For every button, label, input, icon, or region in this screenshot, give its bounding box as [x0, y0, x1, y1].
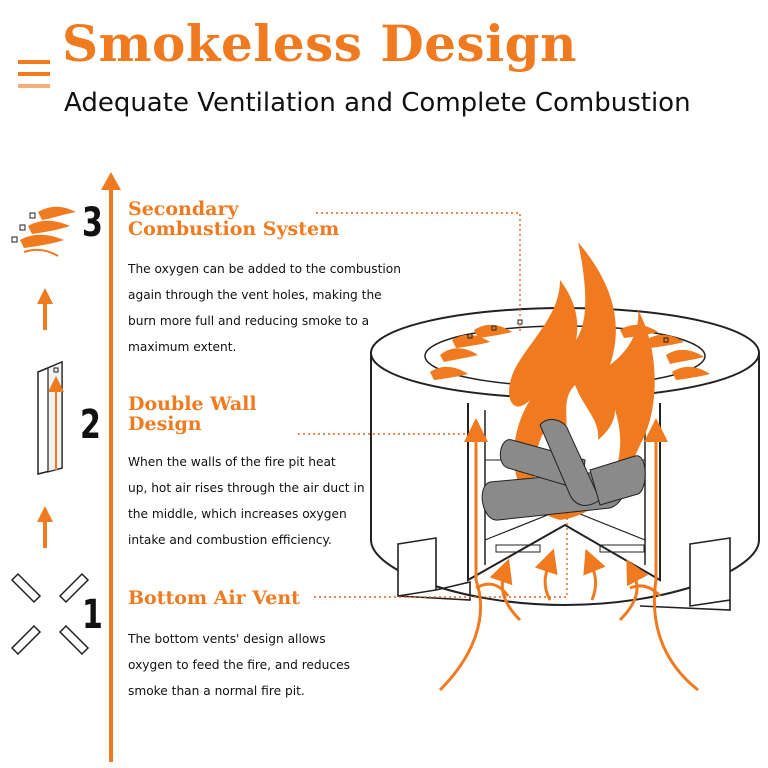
- step-number-3: 3: [82, 200, 103, 246]
- feature-desc-double-wall-line: intake and combustion efficiency.: [128, 533, 332, 547]
- feature-heading-double-wall-line1: Double Wall: [128, 393, 257, 415]
- feature-desc-bottom-vent-line: The bottom vents' design allows: [128, 632, 326, 646]
- feature-heading-double-wall-line2: Design: [128, 413, 202, 435]
- step-number-1: 1: [82, 592, 103, 638]
- feature-desc-bottom-vent-line: oxygen to feed the fire, and reduces: [128, 658, 350, 672]
- feature-desc-secondary-line: burn more full and reducing smoke to a: [128, 314, 370, 328]
- flame-vents-icon: [11, 206, 76, 257]
- feature-heading-bottom-vent: Bottom Air Vent: [128, 587, 300, 609]
- feature-desc-secondary-line: maximum extent.: [128, 340, 237, 354]
- feature-desc-bottom-vent-line: smoke than a normal fire pit.: [128, 684, 305, 698]
- page-subtitle: Adequate Ventilation and Complete Combus…: [64, 88, 691, 118]
- vertical-flow-arrow: [101, 172, 121, 762]
- fire-pit-illustration: [370, 242, 760, 692]
- up-arrow-icon: [37, 288, 53, 330]
- page-title: Smokeless Design: [62, 14, 577, 73]
- feature-desc-double-wall-line: the middle, which increases oxygen: [128, 507, 347, 521]
- feature-heading-secondary-line2: Combustion System: [128, 218, 340, 240]
- up-arrow-icon: [37, 506, 53, 548]
- double-wall-panel-icon: [37, 360, 64, 475]
- step-number-2: 2: [80, 402, 101, 448]
- feature-desc-double-wall-line: When the walls of the fire pit heat: [128, 455, 336, 469]
- feature-desc-double-wall-line: up, hot air rises through the air duct i…: [128, 481, 365, 495]
- feature-desc-secondary-line: again through the vent holes, making the: [128, 288, 382, 302]
- feature-heading-secondary-line1: Secondary: [128, 198, 239, 220]
- menu-lines-icon: [18, 60, 50, 94]
- bottom-vent-icon: [10, 572, 90, 656]
- leader-lines: [298, 212, 568, 598]
- feature-desc-secondary-line: The oxygen can be added to the combustio…: [128, 262, 401, 276]
